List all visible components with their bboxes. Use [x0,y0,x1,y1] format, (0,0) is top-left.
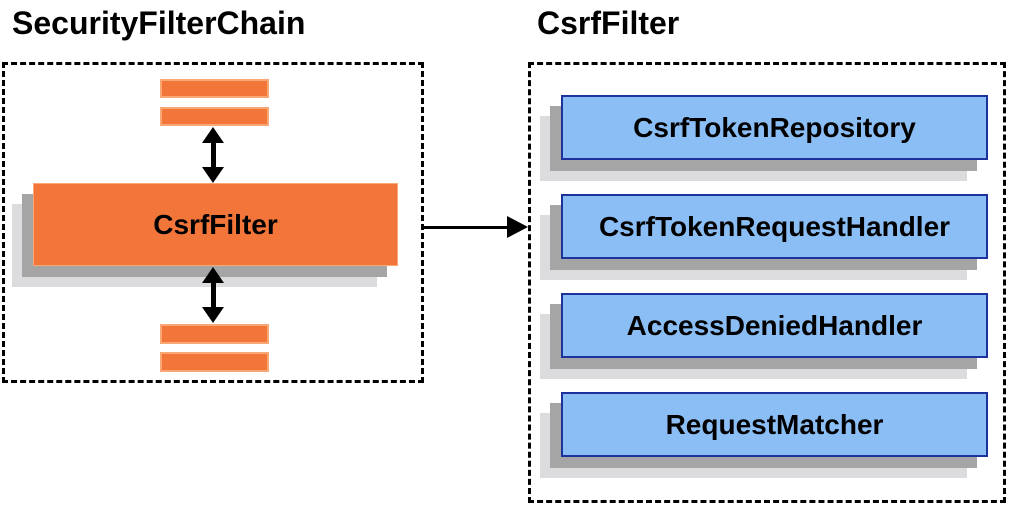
filter-placeholder-bar-top-2 [160,107,269,126]
filter-placeholder-bar-top-1 [160,79,269,98]
security-filter-chain-container [2,62,424,383]
component-node-label: RequestMatcher [665,408,884,440]
csrf-filter-node-label: CsrfFilter [153,208,278,240]
component-node-label: AccessDeniedHandler [626,309,923,341]
arrow-shaft [210,143,216,167]
component-node-label: CsrfTokenRepository [633,111,916,143]
component-node-csrf-token-repository: CsrfTokenRepository [561,95,988,160]
csrf-filter-link-arrow [424,216,528,238]
arrowhead-right-icon [507,216,528,238]
csrf-filter-title: CsrfFilter [537,5,680,41]
csrf-filter-components-container [528,62,1006,503]
arrow-shaft [210,283,216,307]
arrow-shaft [424,226,512,229]
component-node-csrf-token-request-handler: CsrfTokenRequestHandler [561,194,988,259]
arrowhead-down-icon [202,167,224,183]
csrf-filter-node: CsrfFilter [33,183,398,266]
arrowhead-down-icon [202,307,224,323]
filter-placeholder-bar-bottom-1 [160,324,269,344]
arrowhead-up-icon [202,127,224,143]
component-node-request-matcher: RequestMatcher [561,392,988,457]
filter-chain-arrow-bottom [202,267,224,323]
component-node-label: CsrfTokenRequestHandler [598,210,951,242]
arrowhead-up-icon [202,267,224,283]
filter-chain-arrow-top [202,127,224,183]
security-filter-chain-title: SecurityFilterChain [12,5,306,41]
component-node-access-denied-handler: AccessDeniedHandler [561,293,988,358]
filter-placeholder-bar-bottom-2 [160,352,269,372]
